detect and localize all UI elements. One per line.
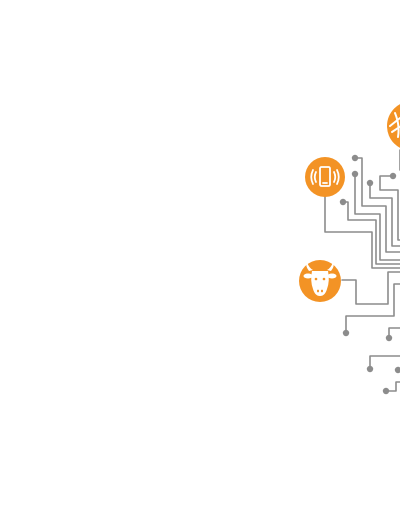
circuit-pin <box>339 198 347 206</box>
circuit-pin <box>351 170 359 178</box>
circuit-pin <box>394 366 400 374</box>
circuit-trace <box>369 182 400 247</box>
smartphone-node-circle <box>305 157 345 197</box>
circuit-trace <box>369 355 400 370</box>
smartphone-icon <box>310 166 340 187</box>
circuit-trace <box>342 201 400 265</box>
satellite-dish-icon <box>389 112 400 138</box>
circuit-trace <box>354 157 400 253</box>
circuit-pin <box>389 172 397 180</box>
circuit-pin <box>342 329 350 337</box>
cow-icon <box>303 262 337 296</box>
circuit-trace <box>324 195 400 269</box>
circuit-pin <box>351 154 359 162</box>
circuit-trace <box>388 327 400 339</box>
satellite-node <box>387 104 400 148</box>
circuit-trace <box>354 173 400 261</box>
circuit-pin <box>366 365 374 373</box>
circuit-trace <box>385 381 400 392</box>
cow-node <box>299 260 341 302</box>
circuit-pins <box>339 154 400 395</box>
circuit-trace <box>341 271 400 305</box>
circuit-pin <box>382 387 390 395</box>
smartphone-node <box>305 157 345 197</box>
circuit-trace <box>379 175 400 241</box>
circuit-pin <box>366 179 374 187</box>
circuit-trace <box>345 283 400 334</box>
circuit-pin <box>385 334 393 342</box>
